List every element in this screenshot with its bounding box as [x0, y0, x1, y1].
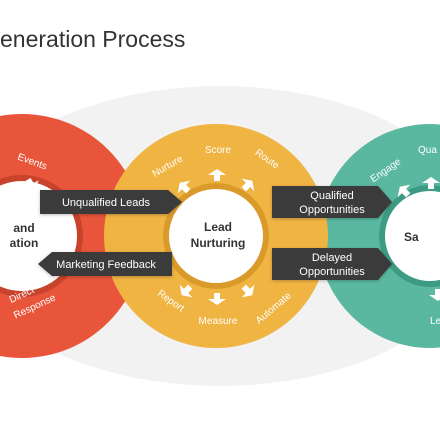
middle-arrow-report [179, 284, 193, 298]
connector-qualified-line2: Opportunities [299, 204, 365, 216]
middle-label-score: Score [205, 145, 232, 156]
right-circle: Sa Engage Qua Le [318, 124, 440, 348]
connector-feedback-label: Marketing Feedback [56, 259, 156, 271]
connector-unqualified: Unqualified Leads [40, 190, 182, 214]
connector-delayed: Delayed Opportunities [272, 248, 392, 280]
right-center-label: Sa [404, 230, 419, 244]
left-arrow-top [23, 178, 39, 190]
right-arrow-2 [422, 177, 440, 189]
right-arrow-3 [429, 289, 440, 301]
connector-delayed-line1: Delayed [312, 252, 352, 264]
left-center-line1: and [13, 221, 34, 235]
connector-unqualified-label: Unqualified Leads [62, 197, 151, 209]
left-center-line2: ation [10, 236, 39, 250]
middle-center-line1: Lead [204, 220, 232, 234]
connector-unqualified-shape [40, 190, 182, 214]
middle-center-line2: Nurturing [191, 236, 246, 250]
connector-qualified-shape [272, 186, 392, 218]
connector-delayed-shape [272, 248, 392, 280]
right-arrow-1 [397, 184, 411, 198]
page-title: eneration Process [0, 26, 186, 52]
left-circle: and ation Events Direct Response [0, 114, 144, 358]
left-arrow-bottom [21, 277, 39, 289]
right-label-le: Le [430, 316, 440, 327]
middle-arrow-score [208, 169, 226, 181]
connector-qualified: Qualified Opportunities [272, 186, 392, 218]
middle-arrow-nurture [177, 180, 191, 194]
middle-arrow-measure [208, 293, 226, 305]
connector-qualified-line1: Qualified [310, 190, 353, 202]
middle-circle: Lead Nurturing Nurture Score Route Repor… [104, 124, 328, 348]
connector-feedback-shape [38, 252, 172, 276]
middle-arrow-automate [241, 284, 255, 298]
middle-circle-inner [163, 183, 269, 289]
middle-arrow-route [241, 178, 255, 192]
middle-label-measure: Measure [199, 316, 238, 327]
right-label-qua: Qua [418, 145, 437, 156]
connector-delayed-line2: Opportunities [299, 266, 365, 278]
connector-feedback: Marketing Feedback [38, 252, 172, 276]
